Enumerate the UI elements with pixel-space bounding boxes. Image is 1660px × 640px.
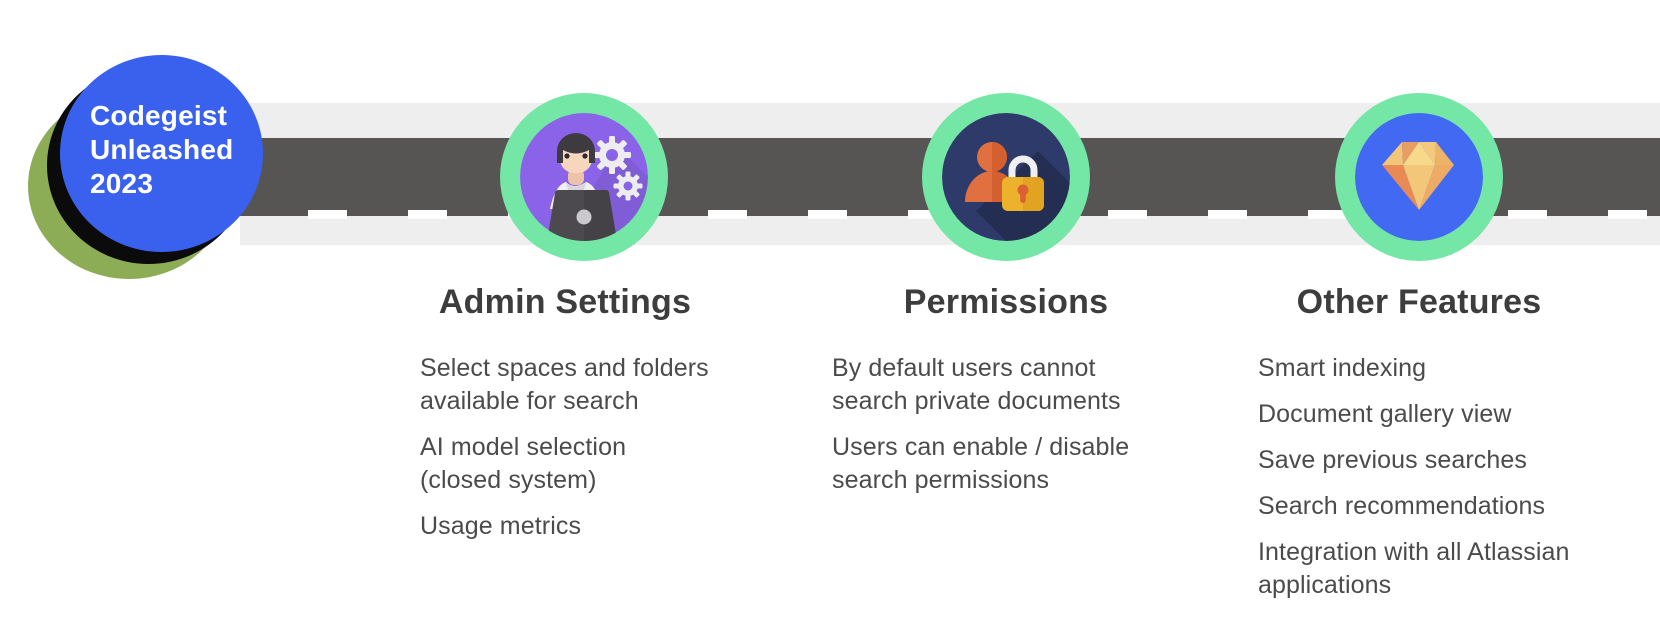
milestone-item: AI model selection (closed system) [420,433,627,494]
milestone-item: Usage metrics [420,512,582,540]
diamond-icon [1355,113,1483,241]
milestone-permissions: Permissions By default users cannot sear… [832,93,1180,510]
milestone-item: Search recommendations [1258,492,1546,520]
milestone-item: Select spaces and folders available for … [420,354,709,415]
milestone-title: Permissions [903,283,1109,321]
badge-line-1: Codegeist [90,100,228,131]
badge-title: Codegeist Unleashed 2023 [90,99,233,201]
badge-blue-circle [60,55,263,252]
milestone-admin-settings: Admin Settings Select spaces and folders… [400,93,730,556]
milestone-ring [922,93,1090,261]
badge-line-2: Unleashed [90,134,234,165]
milestone-title: Admin Settings [438,283,692,321]
milestone-item: Integration with all Atlassian applicati… [1258,538,1570,599]
milestone-item: Save previous searches [1258,446,1528,474]
admin-settings-icon [520,113,648,241]
badge-line-3: 2023 [90,168,154,199]
codegeist-badge: Codegeist Unleashed 2023 [0,0,300,300]
user-lock-icon [942,113,1070,241]
milestone-item: Users can enable / disable search permis… [832,433,1130,494]
milestone-item-list: By default users cannot search private d… [832,352,1180,497]
milestone-item: By default users cannot search private d… [832,354,1121,415]
milestone-title: Other Features [1296,283,1542,321]
milestone-item: Document gallery view [1258,400,1512,428]
milestone-item-list: Smart indexing Document gallery view Sav… [1258,352,1580,602]
milestone-item: Smart indexing [1258,354,1427,382]
milestone-ring [500,93,668,261]
milestone-other-features: Other Features Smart indexing Document g… [1258,93,1580,615]
milestone-item-list: Select spaces and folders available for … [420,352,730,543]
milestone-ring [1335,93,1503,261]
